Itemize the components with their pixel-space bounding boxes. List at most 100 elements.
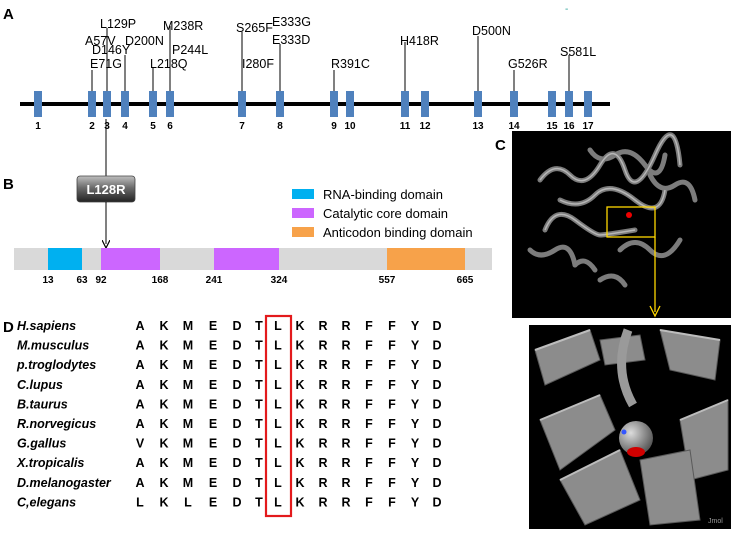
residue-letter: R	[341, 476, 350, 490]
legend-label: Catalytic core domain	[323, 206, 448, 221]
residue-letter: A	[135, 319, 144, 333]
residue-letter: K	[295, 339, 304, 353]
exon-box	[510, 91, 518, 117]
residue-letter: F	[388, 319, 396, 333]
exon-box	[149, 91, 157, 117]
residue-letter: E	[209, 456, 217, 470]
residue-letter: K	[159, 437, 168, 451]
residue-letter: A	[135, 456, 144, 470]
residue-letter: K	[159, 358, 168, 372]
residue-letter: R	[341, 319, 350, 333]
exon-number: 6	[167, 121, 173, 132]
legend-swatch	[292, 189, 314, 199]
residue-letter: E	[209, 417, 217, 431]
species-name: D.melanogaster	[17, 476, 112, 490]
residue-letter: F	[365, 476, 373, 490]
residue-letter: T	[255, 417, 263, 431]
residue-letter: R	[318, 378, 327, 392]
residue-letter: T	[255, 319, 263, 333]
jmol-watermark: Jmol	[708, 518, 723, 525]
exon-box	[474, 91, 482, 117]
species-name: R.norvegicus	[17, 417, 96, 431]
exon-number: 14	[508, 121, 520, 132]
mutation-label: I280F	[242, 57, 274, 71]
residue-position: 557	[379, 275, 396, 286]
legend-swatch	[292, 208, 314, 218]
residue-letter: A	[135, 339, 144, 353]
residue-letter: R	[341, 437, 350, 451]
l128r-callout: L128R	[76, 175, 136, 203]
residue-letter: M	[183, 319, 193, 333]
residue-letter: L	[274, 476, 282, 490]
residue-letter: D	[432, 456, 441, 470]
species-name: C.lupus	[17, 378, 63, 392]
residue-letter: R	[341, 378, 350, 392]
residue-letter: K	[295, 378, 304, 392]
residue-letter: D	[232, 476, 241, 490]
residue-letter: F	[365, 378, 373, 392]
residue-position: 92	[95, 275, 107, 286]
residue-letter: Y	[411, 417, 420, 431]
residue-letter: A	[135, 358, 144, 372]
residue-letter: L	[274, 378, 282, 392]
exon-box	[565, 91, 573, 117]
exon-box	[88, 91, 96, 117]
residue-letter: K	[295, 397, 304, 411]
residue-letter: E	[209, 378, 217, 392]
residue-letter: Y	[411, 437, 420, 451]
residue-letter: K	[159, 378, 168, 392]
residue-letter: M	[183, 397, 193, 411]
residue-letter: F	[365, 319, 373, 333]
nitrogen-atom	[621, 429, 627, 435]
residue-letter: R	[341, 397, 350, 411]
residue-letter: T	[255, 339, 263, 353]
residue-letter: V	[136, 437, 145, 451]
exon-number: 13	[472, 121, 484, 132]
residue-letter: K	[295, 358, 304, 372]
residue-letter: R	[318, 476, 327, 490]
residue-position: 168	[152, 275, 169, 286]
residue-letter: K	[159, 476, 168, 490]
exon-number: 7	[239, 121, 245, 132]
residue-letter: T	[255, 397, 263, 411]
residue-letter: D	[432, 476, 441, 490]
residue-letter: D	[232, 339, 241, 353]
residue-letter: K	[159, 456, 168, 470]
residue-letter: R	[341, 456, 350, 470]
residue-letter: K	[159, 339, 168, 353]
mutation-label: S265F	[236, 21, 273, 35]
residue-letter: L	[274, 456, 282, 470]
mutation-label: S581L	[560, 45, 596, 59]
exon-box	[103, 91, 111, 117]
residue-letter: F	[388, 495, 396, 509]
mutation-label: E333D	[272, 33, 310, 47]
residue-letter: L	[184, 495, 192, 509]
conserved-column-highlight	[264, 314, 293, 518]
residue-letter: F	[388, 437, 396, 451]
residue-letter: D	[232, 378, 241, 392]
residue-letter: F	[388, 476, 396, 490]
residue-letter: K	[295, 319, 304, 333]
species-name: p.troglodytes	[16, 358, 96, 372]
residue-letter: T	[255, 476, 263, 490]
residue-position: 665	[457, 275, 474, 286]
residue-letter: A	[135, 417, 144, 431]
residue-letter: M	[183, 358, 193, 372]
residue-letter: K	[295, 417, 304, 431]
residue-letter: E	[209, 495, 217, 509]
mutation-label: P244L	[172, 43, 208, 57]
residue-letter: K	[159, 495, 168, 509]
residue-letter: Y	[411, 495, 420, 509]
exon-number: 5	[150, 121, 156, 132]
residue-letter: D	[232, 417, 241, 431]
mutation-label: E333G	[272, 15, 311, 29]
residue-letter: Y	[411, 476, 420, 490]
residue-letter: T	[255, 378, 263, 392]
residue-letter: F	[388, 358, 396, 372]
residue-letter: K	[295, 476, 304, 490]
residue-letter: M	[183, 417, 193, 431]
residue-letter: Y	[411, 339, 420, 353]
